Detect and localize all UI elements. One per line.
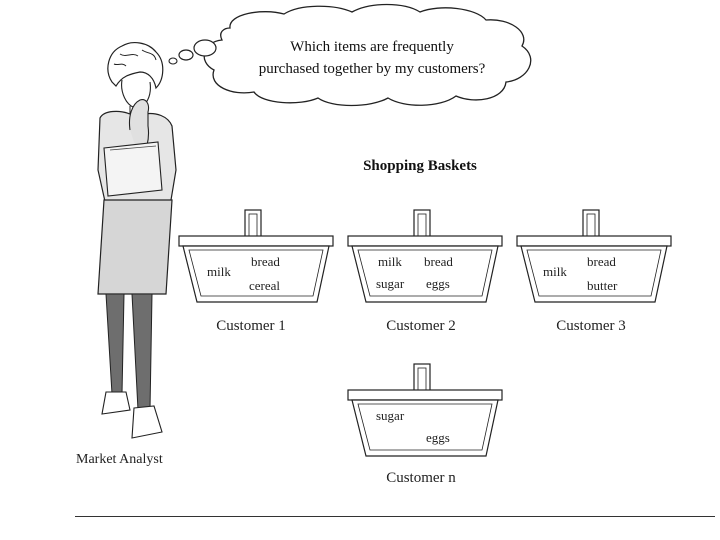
basket-caption-2: Customer 2: [386, 318, 456, 334]
market-analyst-label: Market Analyst: [76, 452, 163, 467]
basket-item: butter: [587, 278, 618, 293]
thought-line-2: purchased together by my customers?: [258, 61, 486, 77]
shopping-basket-icon: [516, 209, 672, 303]
basket-item: bread: [251, 254, 280, 269]
basket-caption-3: Customer 3: [556, 318, 626, 334]
basket-item: cereal: [249, 278, 281, 293]
shopping-basket-icon: [347, 363, 503, 457]
basket-item: eggs: [426, 276, 450, 291]
basket-item: milk: [543, 264, 567, 279]
basket-item: milk: [207, 264, 231, 279]
basket-customer-n: sugar eggs: [346, 362, 504, 457]
shopping-basket-icon: [347, 209, 503, 303]
section-title: Shopping Baskets: [363, 158, 477, 174]
shopping-basket-icon: [178, 209, 334, 303]
basket-item: bread: [424, 254, 453, 269]
thought-bubble: [168, 3, 532, 107]
market-analyst-figure: [97, 42, 177, 439]
basket-item: sugar: [376, 408, 405, 423]
basket-item: bread: [587, 254, 616, 269]
thought-line-1: Which items are frequently: [290, 39, 454, 55]
bottom-divider: [75, 516, 715, 517]
basket-customer-1: milk bread cereal: [177, 208, 335, 303]
basket-caption-n: Customer n: [386, 470, 456, 486]
basket-customer-3: milk bread butter: [515, 208, 673, 303]
basket-item: milk: [378, 254, 402, 269]
basket-customer-2: milk bread sugar eggs: [346, 208, 504, 303]
basket-caption-1: Customer 1: [216, 318, 286, 334]
basket-item: sugar: [376, 276, 405, 291]
basket-item: eggs: [426, 430, 450, 445]
thought-bubble-text: Which items are frequently purchased tog…: [222, 36, 522, 80]
